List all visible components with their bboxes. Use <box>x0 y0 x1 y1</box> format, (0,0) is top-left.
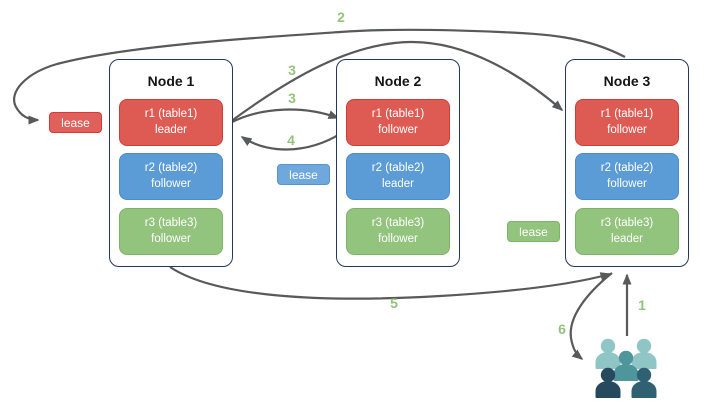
node3-replica-r1: r1 (table1) follower <box>575 99 679 146</box>
users-icon <box>595 338 657 398</box>
replica-role: leader <box>611 232 643 245</box>
lease-badge-r2: lease <box>277 164 330 185</box>
node-3-title: Node 3 <box>603 73 651 89</box>
node1-replica-r1: r1 (table1) leader <box>119 99 223 146</box>
node-2: Node 2 r1 (table1) follower r2 (table2) … <box>336 59 460 267</box>
replica-role: leader <box>155 123 187 136</box>
lease-label: lease <box>289 167 318 182</box>
node3-replica-r3: r3 (table3) leader <box>575 208 679 255</box>
step-label-1: 1 <box>638 297 646 313</box>
lease-label: lease <box>519 224 548 239</box>
node2-replica-r3: r3 (table3) follower <box>346 208 450 255</box>
step-label-3a: 3 <box>288 62 296 78</box>
lease-badge-r3: lease <box>507 221 560 242</box>
replica-name: r3 (table3) <box>371 217 425 230</box>
lease-label: lease <box>61 115 90 130</box>
node-3: Node 3 r1 (table1) follower r2 (table2) … <box>565 59 689 267</box>
replica-name: r2 (table2) <box>371 162 425 175</box>
step-label-2: 2 <box>337 9 345 25</box>
replica-role: follower <box>151 232 191 245</box>
node1-replica-r3: r3 (table3) follower <box>119 208 223 255</box>
step-label-5: 5 <box>390 295 398 311</box>
step-label-3b: 3 <box>288 90 296 106</box>
node-1: Node 1 r1 (table1) leader r2 (table2) fo… <box>109 59 233 267</box>
replica-name: r2 (table2) <box>600 162 654 175</box>
step-label-4: 4 <box>287 132 295 148</box>
replica-role: leader <box>382 177 414 190</box>
replica-name: r1 (table1) <box>371 108 425 121</box>
node-2-title: Node 2 <box>374 73 422 89</box>
step-label-6: 6 <box>558 321 566 337</box>
arrow-step-2-node3-to-lease1 <box>13 28 626 125</box>
replica-role: follower <box>607 123 647 136</box>
replica-role: follower <box>378 232 418 245</box>
node1-replica-r2: r2 (table2) follower <box>119 153 223 200</box>
replica-name: r2 (table2) <box>144 162 198 175</box>
replica-role: follower <box>378 123 418 136</box>
node2-replica-r2: r2 (table2) leader <box>346 153 450 200</box>
replica-role: follower <box>151 177 191 190</box>
replica-role: follower <box>607 177 647 190</box>
replica-name: r1 (table1) <box>600 108 654 121</box>
replica-name: r3 (table3) <box>144 217 198 230</box>
arrow-step-3-node1-to-node2 <box>229 108 340 124</box>
replica-name: r3 (table3) <box>600 217 654 230</box>
node2-replica-r1: r1 (table1) follower <box>346 99 450 146</box>
replica-name: r1 (table1) <box>144 108 198 121</box>
lease-badge-r1: lease <box>49 112 102 133</box>
node-1-title: Node 1 <box>147 73 195 89</box>
node3-replica-r2: r2 (table2) follower <box>575 153 679 200</box>
arrow-step-5-node1-to-node3 <box>169 266 612 300</box>
